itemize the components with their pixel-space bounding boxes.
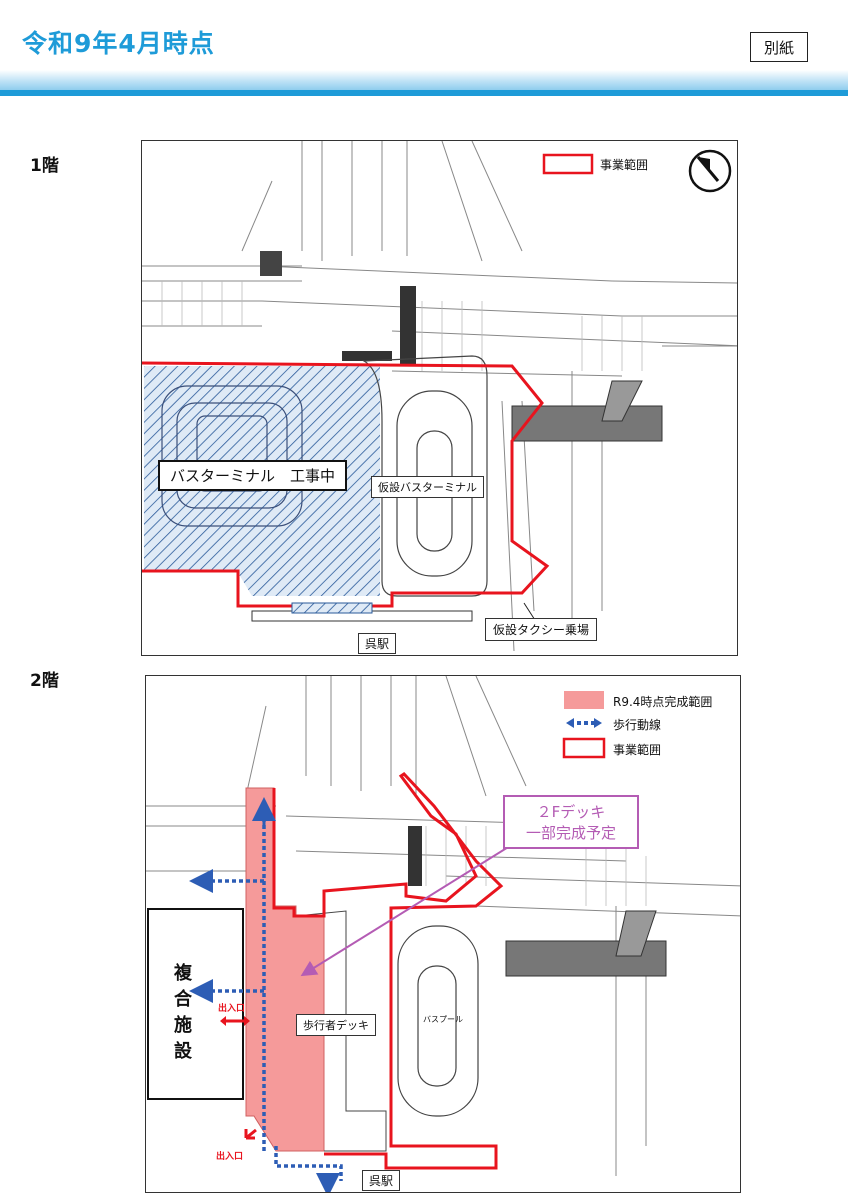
- header-band: [0, 70, 848, 90]
- deck-callout-line2: 一部完成予定: [525, 824, 616, 842]
- floor2-label: 2階: [30, 671, 59, 691]
- complex-char-1: 複: [174, 963, 192, 984]
- complex-char-2: 合: [174, 989, 192, 1010]
- bus-pool-label: バスプール: [423, 1015, 463, 1024]
- pedestrian-deck-label: 歩行者デッキ: [296, 1014, 376, 1036]
- floor2-legend-area-label: 事業範囲: [613, 743, 662, 757]
- floor2-legend-walk-label: 歩行動線: [613, 718, 662, 732]
- floor1-map-drawing: [142, 141, 737, 652]
- floor1-label: 1階: [30, 156, 59, 176]
- attachment-badge: 別紙: [750, 32, 808, 62]
- temp-taxi-label: 仮設タクシー乗場: [485, 618, 598, 641]
- header-rule: [0, 90, 848, 96]
- entrance-upper-label: 出入口: [218, 1004, 246, 1014]
- deck-callout-line1: ２Fデッキ: [536, 803, 606, 821]
- complex-facility-label: 複 合 施 設: [174, 961, 192, 1065]
- bus-terminal-work-label: バスターミナル 工事中: [158, 460, 348, 491]
- temp-bus-terminal-label: 仮設バスターミナル: [371, 476, 484, 498]
- complex-char-4: 設: [174, 1041, 192, 1062]
- floor2-map-drawing: [146, 676, 740, 1192]
- floor2-map: R9.4時点完成範囲 歩行動線 事業範囲 ２Fデッキ 一部完成予定 複 合 施 …: [145, 675, 741, 1193]
- floor1-station-label: 呉駅: [358, 633, 397, 654]
- page-title: 令和9年4月時点: [22, 29, 215, 58]
- floor2-station-label: 呉駅: [362, 1170, 401, 1191]
- deck-callout: ２Fデッキ 一部完成予定: [503, 795, 639, 849]
- entrance-lower-label: 出入口: [216, 1152, 244, 1162]
- floor1-legend-area-label: 事業範囲: [600, 158, 649, 172]
- complex-char-3: 施: [174, 1015, 192, 1036]
- floor2-legend-complete-label: R9.4時点完成範囲: [613, 695, 713, 709]
- floor1-map: 事業範囲 バスターミナル 工事中 仮設バスターミナル 仮設タクシー乗場 呉駅: [141, 140, 738, 656]
